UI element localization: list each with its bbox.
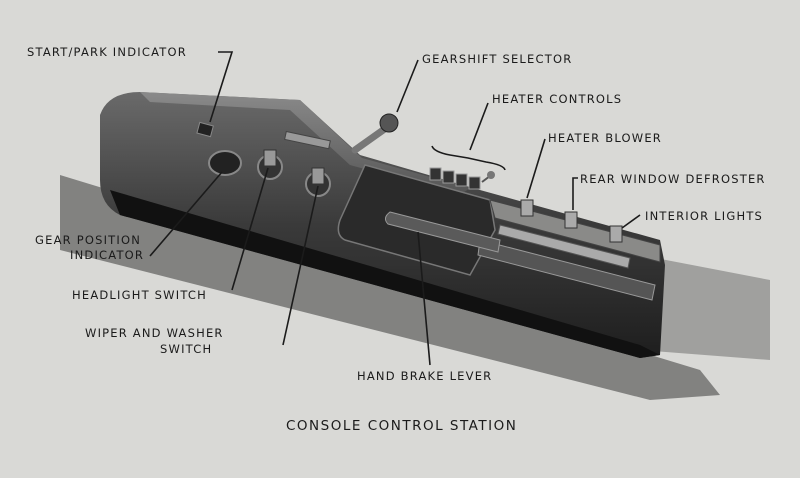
start-park-indicator-shape	[196, 121, 214, 138]
console-top	[140, 92, 470, 195]
label-start-park-indicator: START/PARK INDICATOR	[27, 45, 187, 59]
label-headlight-switch: HEADLIGHT SWITCH	[72, 288, 207, 302]
label-gearshift-selector: GEARSHIFT SELECTOR	[422, 52, 573, 66]
label-hand-brake-lever: HAND BRAKE LEVER	[357, 369, 493, 383]
label-interior-lights: INTERIOR LIGHTS	[645, 209, 764, 223]
label-strip	[497, 224, 631, 269]
tunnel-ribs	[640, 255, 770, 360]
console-side	[110, 190, 660, 358]
hand-brake-lever-shape	[384, 211, 501, 253]
brake-slot	[477, 239, 656, 301]
label-heater-blower: HEATER BLOWER	[548, 131, 662, 145]
label-wiper-washer-line2: SWITCH	[160, 342, 213, 356]
gear-position-indicator-shape	[208, 150, 242, 176]
label-rear-window-defroster: REAR WINDOW DEFROSTER	[580, 172, 766, 186]
label-heater-controls: HEATER CONTROLS	[492, 92, 623, 106]
label-gear-position-line1: GEAR POSITION	[35, 233, 142, 247]
gearshift-knob	[379, 113, 399, 133]
figure-caption: CONSOLE CONTROL STATION	[286, 418, 518, 434]
label-wiper-washer-line1: WIPER AND WASHER	[85, 326, 224, 340]
label-gear-position-line2: INDICATOR	[70, 248, 145, 262]
